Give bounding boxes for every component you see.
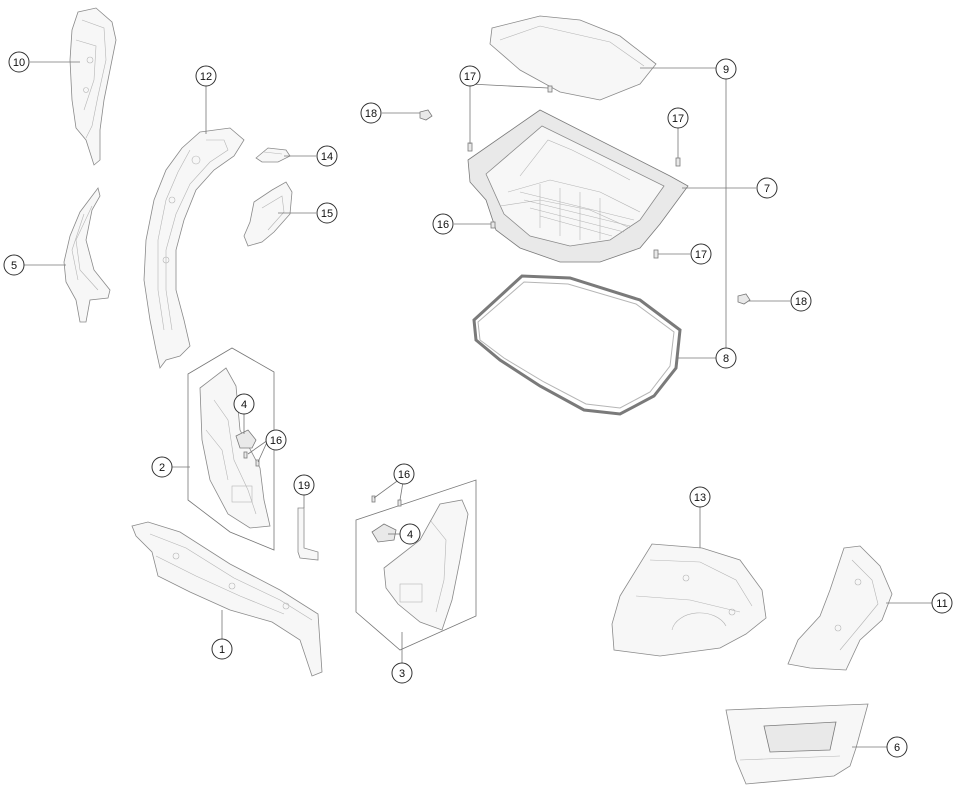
part-1-cross-member — [131, 521, 323, 677]
callout-17-top: 17 — [459, 65, 481, 87]
callout-14: 14 — [316, 145, 338, 167]
part-12-long-trim — [143, 127, 245, 369]
fastener-17-lower — [653, 249, 659, 259]
callout-6: 6 — [886, 736, 908, 758]
callout-1-label: 1 — [219, 644, 225, 656]
callout-2-label: 2 — [159, 462, 165, 474]
callout-9: 9 — [715, 58, 737, 80]
part-3-group — [355, 479, 477, 651]
fastener-17-top — [547, 85, 553, 93]
callout-18-right-label: 18 — [795, 296, 807, 308]
callout-16-tray: 16 — [432, 213, 454, 235]
callout-4-group3-label: 4 — [407, 529, 413, 541]
callout-12: 12 — [195, 65, 217, 87]
part-9-floor-board — [489, 15, 657, 101]
callout-18-left: 18 — [360, 102, 382, 124]
callout-17-lower-label: 17 — [695, 249, 707, 261]
part-13-wheelhouse-trim — [611, 543, 767, 657]
part-6-rear-panel — [725, 703, 869, 785]
fastener-17-right — [675, 157, 681, 167]
callout-17-right-label: 17 — [672, 113, 684, 125]
callout-15-label: 15 — [321, 208, 333, 220]
callout-13: 13 — [689, 486, 711, 508]
fastener-18-right — [737, 293, 751, 305]
fastener-17-left — [467, 142, 473, 152]
callout-3-label: 3 — [399, 668, 405, 680]
callout-10-label: 10 — [13, 57, 25, 69]
callout-4-group2: 4 — [233, 393, 255, 415]
callout-2: 2 — [151, 456, 173, 478]
part-10-pillar-trim — [69, 7, 117, 166]
part-7-storage-tray — [467, 109, 689, 263]
callout-8-label: 8 — [723, 353, 729, 365]
part-5-side-trim — [63, 187, 111, 323]
part-2-group — [187, 347, 275, 551]
callout-17-right: 17 — [667, 107, 689, 129]
callout-16-group3-label: 16 — [398, 469, 410, 481]
callout-10: 10 — [8, 51, 30, 73]
fastener-18-left — [419, 109, 433, 121]
part-15-panel — [243, 181, 293, 247]
part-19-rod — [297, 507, 319, 561]
callout-18-right: 18 — [790, 290, 812, 312]
part-11-corner-trim — [787, 545, 893, 671]
callout-19-label: 19 — [298, 480, 310, 492]
callout-16-tray-label: 16 — [437, 219, 449, 231]
callout-14-label: 14 — [321, 151, 333, 163]
callout-7: 7 — [756, 177, 778, 199]
callout-1: 1 — [211, 638, 233, 660]
callout-17-lower: 17 — [690, 243, 712, 265]
callout-4-group2-label: 4 — [241, 399, 247, 411]
callout-8: 8 — [715, 347, 737, 369]
callout-5: 5 — [3, 254, 25, 276]
callout-16-group3: 16 — [393, 463, 415, 485]
callout-9-label: 9 — [723, 64, 729, 76]
callout-16-group2: 16 — [265, 429, 287, 451]
callout-4-group3: 4 — [399, 523, 421, 545]
tray-base-texture — [519, 184, 635, 240]
callout-6-label: 6 — [894, 742, 900, 754]
callout-18-left-label: 18 — [365, 108, 377, 120]
callout-15: 15 — [316, 202, 338, 224]
callout-11: 11 — [931, 592, 953, 614]
callout-13-label: 13 — [694, 492, 706, 504]
callout-16-group2-label: 16 — [270, 435, 282, 447]
part-8-seal-ring — [472, 274, 682, 416]
fastener-16-tray — [490, 221, 496, 229]
callout-12-label: 12 — [200, 71, 212, 83]
callout-5-label: 5 — [11, 260, 17, 272]
callout-7-label: 7 — [764, 183, 770, 195]
callout-11-label: 11 — [936, 598, 947, 610]
callout-19: 19 — [293, 474, 315, 496]
callout-17-top-label: 17 — [464, 71, 476, 83]
leader-lines — [24, 61, 932, 748]
part-14-bracket — [255, 147, 291, 163]
callout-3: 3 — [391, 662, 413, 684]
